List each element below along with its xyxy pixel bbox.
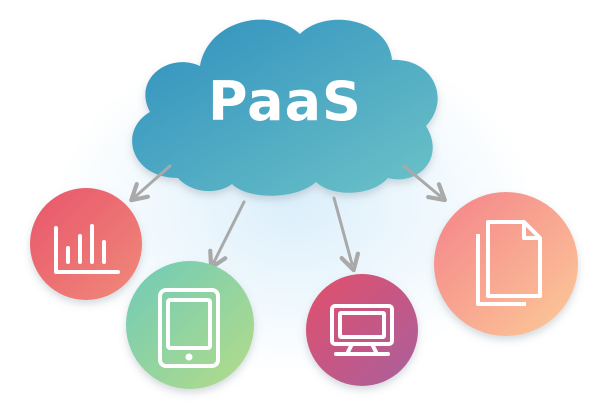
arrow-to-tablet <box>208 200 246 270</box>
monitor-icon <box>330 304 394 356</box>
documents-node <box>434 192 578 336</box>
tablet-icon <box>158 288 220 368</box>
connector-arrows <box>129 164 447 273</box>
chart-node <box>30 188 142 300</box>
arrow-to-monitor <box>332 196 360 273</box>
cloud-icon <box>132 19 438 196</box>
documents-icon <box>476 220 542 306</box>
tablet-node <box>126 261 254 389</box>
arrow-to-chart <box>129 164 172 203</box>
cloud-label: PaaS <box>208 70 362 133</box>
bar-chart-icon <box>54 224 120 274</box>
monitor-node <box>306 274 418 386</box>
arrow-to-documents <box>402 164 447 203</box>
